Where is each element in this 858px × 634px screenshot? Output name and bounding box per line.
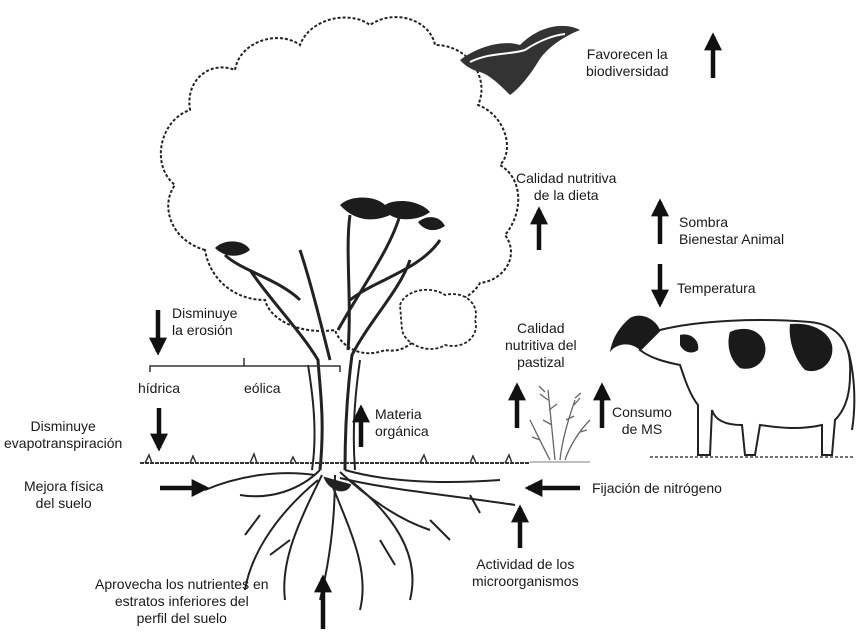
erosion-bracket (150, 358, 340, 372)
label-line: evapotranspiración (4, 435, 122, 452)
label-line: eólica (244, 380, 281, 397)
label-biodiversity: Favorecen la biodiversidad (586, 46, 669, 80)
label-line: Consumo (612, 404, 672, 421)
label-line: de la dieta (516, 187, 616, 204)
label-evapotranspiration: Disminuye evapotranspiración (4, 418, 122, 452)
label-shade: Sombra Bienestar Animal (679, 214, 784, 248)
label-soil-physical: Mejora física del suelo (24, 478, 103, 512)
label-line: Sombra (679, 214, 784, 231)
label-line: Fijación de nitrógeno (592, 480, 722, 497)
label-line: Materia (375, 406, 429, 423)
label-line: de MS (612, 421, 672, 438)
tree-lower-foliage (400, 290, 476, 349)
label-line: Calidad (505, 320, 577, 337)
label-diet-quality: Calidad nutritiva de la dieta (516, 170, 616, 204)
label-line: del suelo (24, 495, 103, 512)
label-line: Temperatura (677, 280, 756, 297)
label-line: Aprovecha los nutrientes en (95, 576, 269, 593)
label-line: pastizal (505, 354, 577, 371)
label-erosion: Disminuye la erosión (172, 305, 237, 339)
grass-plant-illustration (530, 386, 590, 462)
label-line: estratos inferiores del (95, 593, 269, 610)
label-line: Actividad de los (472, 556, 579, 573)
label-line: nutritiva del (505, 337, 577, 354)
label-line: Favorecen la (586, 46, 669, 63)
tree-trunk-outline (308, 360, 360, 470)
label-erosion-eolic: eólica (244, 380, 281, 397)
label-microorganisms: Actividad de los microorganismos (472, 556, 579, 590)
label-line: biodiversidad (586, 63, 669, 80)
label-erosion-hydric: hídrica (138, 380, 180, 397)
label-line: Mejora física (24, 478, 103, 495)
label-line: orgánica (375, 423, 429, 440)
tree-illustration (161, 17, 518, 470)
label-line: Bienestar Animal (679, 231, 784, 248)
label-line: perfil del suelo (95, 610, 269, 627)
label-nitrogen-fixation: Fijación de nitrógeno (592, 480, 722, 497)
label-organic-matter: Materia orgánica (375, 406, 429, 440)
label-line: Disminuye (4, 418, 122, 435)
label-dm-intake: Consumo de MS (612, 404, 672, 438)
label-line: microorganismos (472, 573, 579, 590)
label-line: Disminuye (172, 305, 237, 322)
label-pasture-quality: Calidad nutritiva del pastizal (505, 320, 577, 371)
label-temperature: Temperatura (677, 280, 756, 297)
label-nutrients: Aprovecha los nutrientes en estratos inf… (95, 576, 269, 627)
ground-grass (145, 454, 512, 463)
label-line: hídrica (138, 380, 180, 397)
label-line: Calidad nutritiva (516, 170, 616, 187)
label-line: la erosión (172, 322, 237, 339)
